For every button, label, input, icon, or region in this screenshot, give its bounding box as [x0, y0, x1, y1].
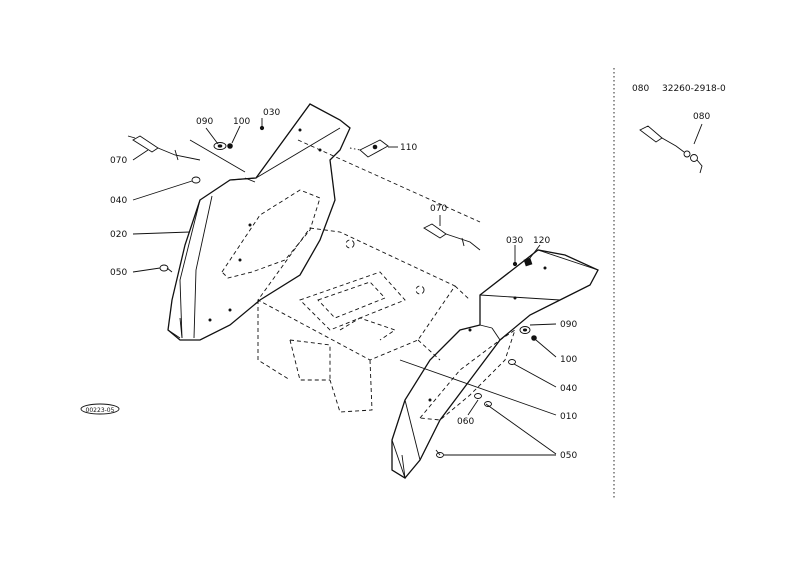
clip-120: [523, 257, 533, 267]
callout-100-right: 100: [560, 355, 577, 365]
harness-070-left: [127, 135, 201, 161]
inset-ref-code: 080: [632, 84, 649, 94]
callout-010: 010: [560, 412, 577, 422]
callout-110: 110: [400, 143, 417, 153]
right-fender: [391, 249, 599, 479]
callout-040-right: 040: [560, 384, 577, 394]
inset-callout-080: 080: [693, 112, 710, 122]
bolt-040-left: [191, 176, 201, 184]
grommet-110: [349, 139, 389, 158]
callout-090-left: 090: [196, 117, 213, 127]
nut-100-left: [227, 143, 233, 149]
harness-080: [639, 125, 703, 174]
callout-020: 020: [110, 230, 127, 240]
callout-050-right: 050: [560, 451, 577, 461]
callout-050-left: 050: [110, 268, 127, 278]
floor-plate-010: [257, 227, 471, 413]
callout-030-left: 030: [263, 108, 280, 118]
leader-lines: [132, 118, 557, 456]
callout-070-left: 070: [110, 156, 127, 166]
callout-030-right: 030: [506, 236, 523, 246]
screw-030-right: [512, 261, 518, 267]
callout-040-left: 040: [110, 196, 127, 206]
drawing-stamp: 00223-05: [80, 403, 120, 415]
grommet-090-left: [213, 142, 227, 150]
bolt-050-right: [435, 449, 444, 458]
nut-100-right: [531, 335, 537, 341]
left-fender-020: [167, 103, 351, 341]
screw-030-left: [259, 125, 265, 131]
callout-120: 120: [533, 236, 550, 246]
callout-090-right: 090: [560, 320, 577, 330]
inset-part-number: 32260-2918-0: [662, 84, 726, 94]
callout-060: 060: [457, 417, 474, 427]
stamp-text: 00223-05: [86, 407, 115, 414]
harness-070-right: [423, 223, 481, 251]
inset-panel: 080 32260-2918-0 080: [632, 84, 726, 174]
callout-100-left: 100: [233, 117, 250, 127]
bolt-060: [474, 393, 492, 407]
grommet-090-right: [519, 326, 531, 334]
callout-070-right: 070: [430, 204, 447, 214]
bolt-040-right: [508, 359, 516, 365]
bolt-050-left: [159, 264, 173, 273]
